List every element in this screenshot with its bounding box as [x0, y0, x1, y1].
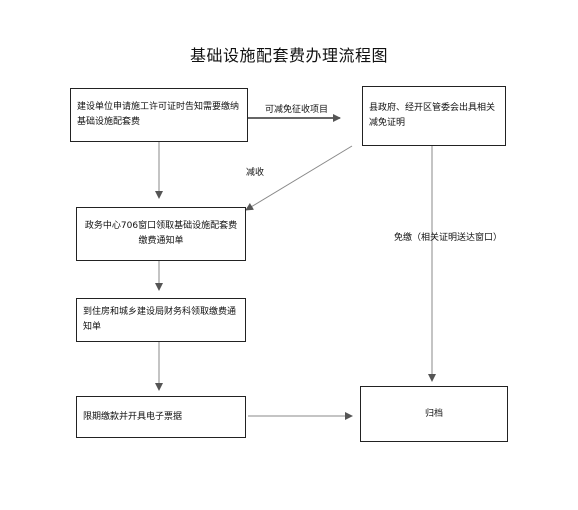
edge-label-reduce: 减收 — [246, 168, 265, 178]
node-archive: 归档 — [360, 386, 508, 442]
page-title: 基础设施配套费办理流程图 — [189, 46, 388, 65]
node-finance-notice-text: 到住房和城乡建设局财务科领取缴费通知单 — [83, 307, 237, 332]
node-pay-text: 限期缴款并开具电子票据 — [83, 411, 183, 422]
node-pay: 限期缴款并开具电子票据 — [76, 396, 246, 438]
node-certify-text: 县政府、经开区管委会出具相关减免证明 — [369, 103, 496, 128]
node-archive-text: 归档 — [424, 408, 443, 419]
node-collect-notice: 政务中心706窗口领取基础设施配套费缴费通知单 — [76, 207, 246, 261]
node-finance-notice: 到住房和城乡建设局财务科领取缴费通知单 — [76, 298, 246, 342]
node-apply-text: 建设单位申请施工许可证时告知需要缴纳基础设施配套费 — [77, 102, 240, 127]
edge-label-waive: 免缴（相关证明送达窗口） — [394, 233, 503, 243]
edge-label-exempt-items: 可减免征收项目 — [265, 105, 329, 115]
node-collect-notice-text: 政务中心706窗口领取基础设施配套费缴费通知单 — [84, 221, 238, 246]
node-certify: 县政府、经开区管委会出具相关减免证明 — [362, 86, 506, 146]
node-apply: 建设单位申请施工许可证时告知需要缴纳基础设施配套费 — [70, 88, 248, 142]
